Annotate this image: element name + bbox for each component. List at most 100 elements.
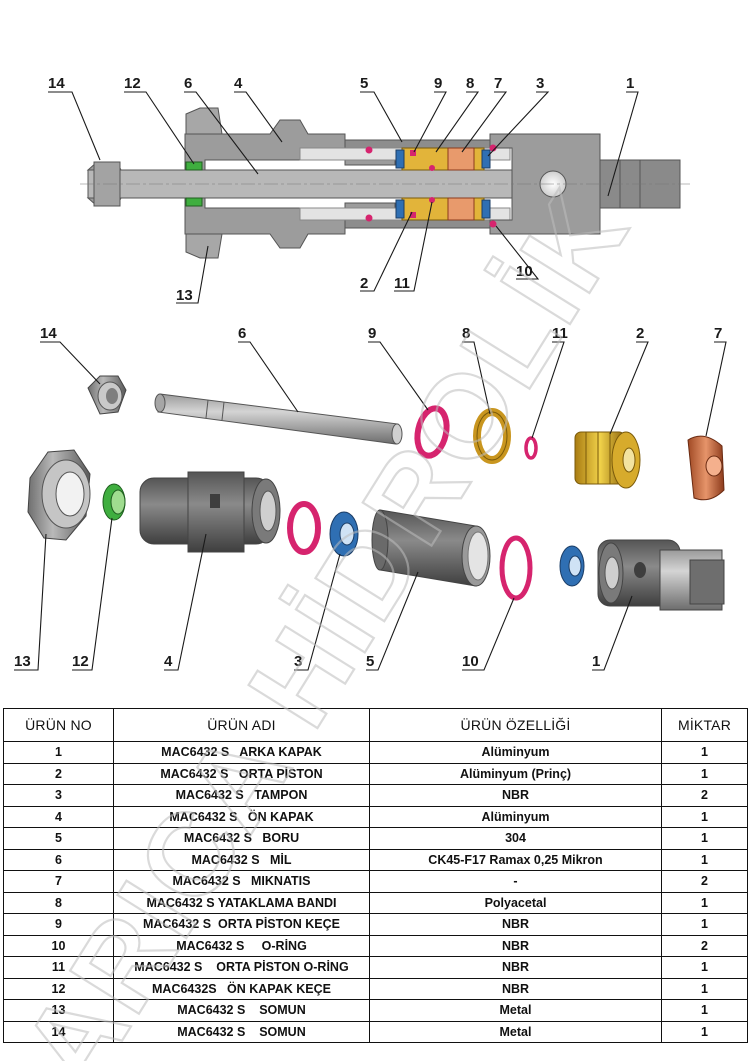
cell-no: 3 (3, 784, 114, 807)
callout-2: 2 (360, 211, 413, 292)
svg-text:3: 3 (536, 75, 544, 92)
cell-spec: NBR (369, 913, 662, 936)
cell-spec: Alüminyum (369, 805, 662, 828)
callout-11: 11 (394, 201, 433, 292)
exploded-view (27, 375, 725, 611)
svg-text:6: 6 (184, 75, 192, 92)
exploded-rear-cover (597, 539, 725, 611)
svg-text:10: 10 (516, 263, 533, 280)
svg-text:1: 1 (592, 653, 600, 670)
cell-spec: 304 (369, 827, 662, 850)
exploded-bearing-band (473, 408, 511, 464)
cylinder-drawing: 14 12 6 4 5 9 8 7 (14, 75, 727, 671)
cell-no: 1 (3, 741, 114, 764)
svg-text:11: 11 (394, 275, 410, 292)
cell-qty: 2 (661, 784, 748, 807)
header-spec: ÜRÜN ÖZELLİĞİ (369, 708, 662, 742)
svg-text:13: 13 (14, 653, 31, 670)
svg-text:11: 11 (552, 325, 568, 342)
cell-qty: 1 (661, 741, 748, 764)
callout-6: 6 (184, 75, 259, 175)
cell-qty: 1 (661, 913, 748, 936)
cell-qty: 1 (661, 891, 748, 914)
callout-5: 5 (360, 75, 403, 143)
cell-name: MAC6432 S ORTA PİSTON (113, 762, 370, 785)
callout-ex-12: 12 (72, 517, 113, 671)
cell-qty: 1 (661, 999, 748, 1022)
cell-no: 12 (3, 977, 114, 1000)
exploded-callouts: 14 6 9 8 11 2 7 13 (14, 325, 727, 671)
cell-qty: 2 (661, 870, 748, 893)
exploded-bumper-right (559, 545, 585, 587)
exploded-bumper-left (329, 511, 359, 557)
svg-text:8: 8 (466, 75, 474, 92)
cell-spec: Alüminyum (369, 741, 662, 764)
callout-ex-6: 6 (238, 325, 299, 413)
header-no: ÜRÜN NO (3, 708, 114, 742)
cell-no: 8 (3, 891, 114, 914)
callout-9: 9 (413, 75, 447, 153)
svg-text:7: 7 (494, 75, 502, 92)
svg-text:9: 9 (368, 325, 376, 342)
svg-text:5: 5 (366, 653, 374, 670)
cell-no: 7 (3, 870, 114, 893)
callout-7: 7 (461, 75, 508, 153)
cell-spec: Metal (369, 999, 662, 1022)
cell-name: MAC6432 S MİL (113, 848, 370, 871)
svg-text:14: 14 (48, 75, 65, 92)
callout-ex-7: 7 (705, 325, 727, 437)
cell-name: MAC6432 S ORTA PİSTON O-RİNG (113, 956, 370, 979)
svg-text:8: 8 (462, 325, 470, 342)
header-name: ÜRÜN ADI (113, 708, 370, 742)
cell-name: MAC6432 S ORTA PİSTON KEÇE (113, 913, 370, 936)
header-qty: MİKTAR (661, 708, 748, 742)
cell-spec: Metal (369, 1020, 662, 1043)
exploded-front-cover (139, 471, 281, 553)
cell-spec: NBR (369, 977, 662, 1000)
callout-ex-2: 2 (609, 325, 649, 435)
cell-name: MAC6432S ÖN KAPAK KEÇE (113, 977, 370, 1000)
svg-text:10: 10 (462, 653, 479, 670)
cell-spec: CK45-F17 Ramax 0,25 Mikron (369, 848, 662, 871)
cell-no: 2 (3, 762, 114, 785)
callout-13: 13 (176, 245, 209, 304)
svg-text:2: 2 (360, 275, 368, 292)
cell-qty: 1 (661, 827, 748, 850)
svg-text:1: 1 (626, 75, 634, 92)
svg-text:9: 9 (434, 75, 442, 92)
svg-text:2: 2 (636, 325, 644, 342)
cell-qty: 1 (661, 977, 748, 1000)
cell-spec: - (369, 870, 662, 893)
callout-ex-14: 14 (40, 325, 101, 385)
cell-name: MAC6432 S YATAKLAMA BANDI (113, 891, 370, 914)
cell-name: MAC6432 S MIKNATIS (113, 870, 370, 893)
table-header-row: ÜRÜN NO ÜRÜN ADI ÜRÜN ÖZELLİĞİ MİKTAR (3, 708, 748, 742)
svg-text:14: 14 (40, 325, 57, 342)
cell-no: 6 (3, 848, 114, 871)
svg-text:13: 13 (176, 287, 193, 304)
exploded-nut-small (87, 375, 127, 415)
cell-name: MAC6432 S ÖN KAPAK (113, 805, 370, 828)
callout-1: 1 (607, 75, 639, 197)
callout-8: 8 (435, 75, 480, 153)
exploded-middle-piston (574, 431, 641, 489)
cell-qty: 1 (661, 848, 748, 871)
callout-ex-13: 13 (14, 533, 47, 671)
cell-name: MAC6432 S SOMUN (113, 999, 370, 1022)
callout-ex-5: 5 (366, 571, 419, 671)
svg-text:4: 4 (234, 75, 243, 92)
callout-ex-4: 4 (164, 533, 207, 671)
cell-qty: 1 (661, 762, 748, 785)
